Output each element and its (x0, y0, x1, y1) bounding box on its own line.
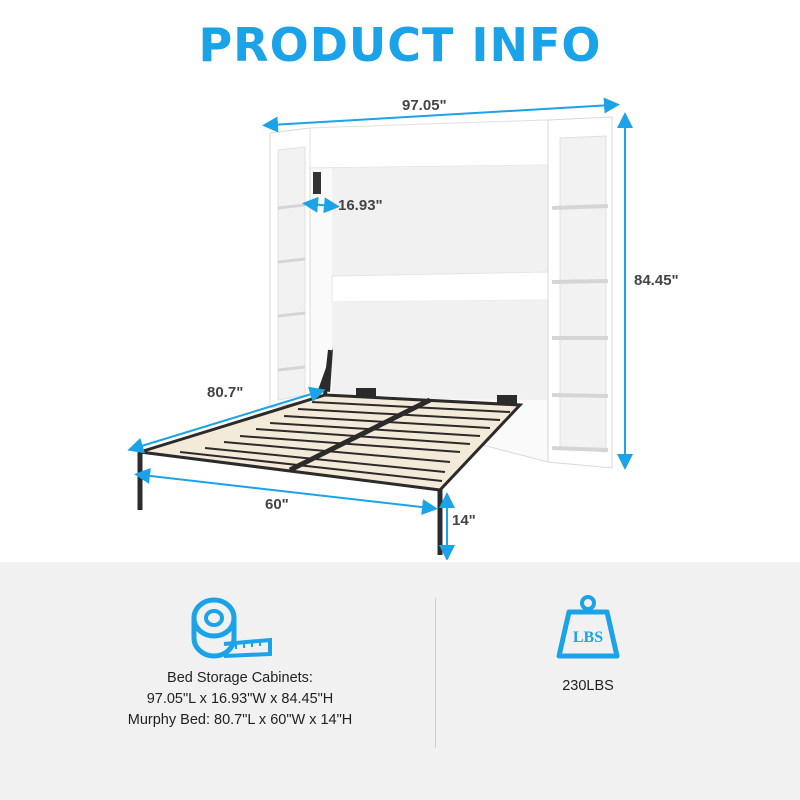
murphy-bed-illustration: 97.05" 16.93" 84.45" 80.7" 60" 14" (127, 97, 679, 560)
size-spec-line1: Bed Storage Cabinets: (167, 670, 313, 686)
tape-measure-icon (191, 597, 272, 659)
weight-spec: 230LBS (528, 676, 648, 697)
left-bookcase (269, 127, 311, 409)
height-label: 84.45" (634, 272, 679, 289)
bed-height-label: 14" (452, 512, 476, 529)
depth-dimension-line (302, 196, 340, 214)
specs-panel (0, 562, 800, 800)
page-title: PRODUCT INFO (198, 18, 602, 72)
weight-icon-text: LBS (573, 629, 603, 646)
specs-divider (435, 598, 436, 748)
bed-width-dimension-line (134, 467, 438, 516)
width-dimension-line (262, 97, 620, 133)
size-spec: Bed Storage Cabinets: 97.05"L x 16.93"W … (95, 668, 385, 731)
bed-width-label: 60" (265, 496, 289, 513)
size-spec-line3: Murphy Bed: 80.7"L x 60"W x 14"H (127, 712, 353, 728)
bed-length-label: 80.7" (207, 384, 243, 401)
width-label: 97.05" (402, 97, 447, 114)
bed-length-dimension-line (127, 386, 326, 454)
murphy-bed-frame (137, 348, 524, 555)
size-spec-line2: 97.05"L x 16.93"W x 84.45"H (146, 691, 334, 707)
depth-label: 16.93" (338, 197, 383, 214)
weight-value: 230LBS (562, 678, 614, 694)
weight-lbs-icon: LBS (556, 595, 620, 659)
right-bookcase (547, 116, 613, 469)
